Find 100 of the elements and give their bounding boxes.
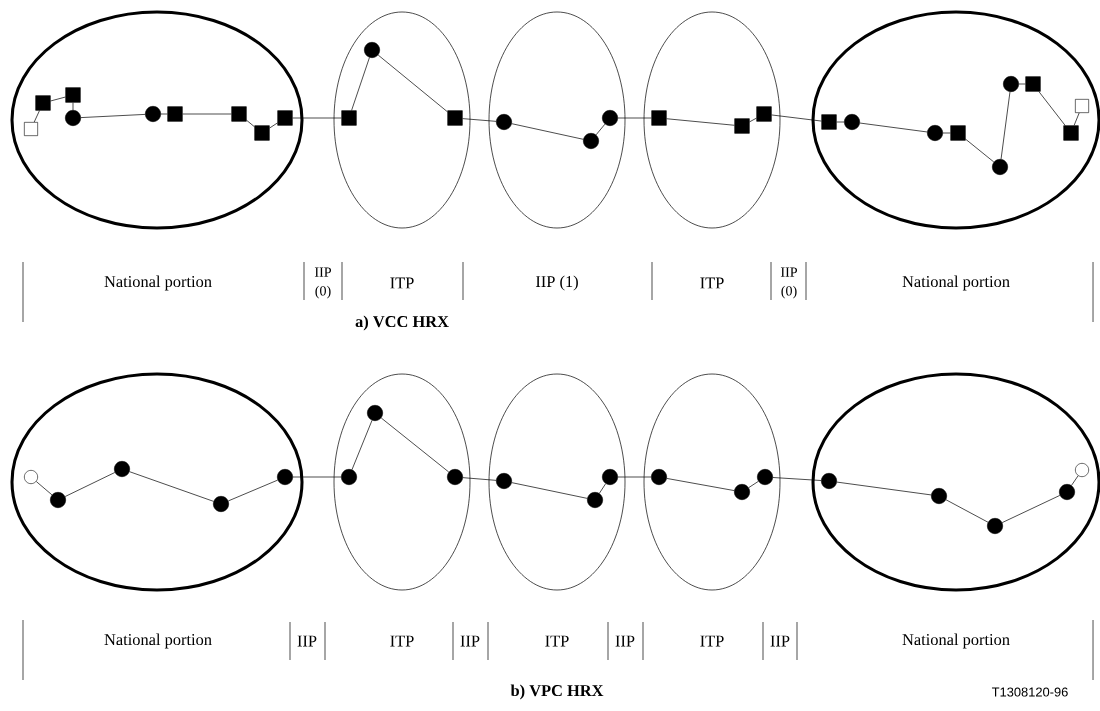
- dot: [367, 405, 383, 421]
- figure-caption: b) VPC HRX: [510, 684, 604, 700]
- section-label: ITP: [545, 635, 569, 647]
- portion-ellipse: [333, 11, 471, 229]
- connector-line: [942, 132, 951, 134]
- connector-line: [160, 113, 168, 115]
- connector-line: [595, 123, 606, 136]
- connector-line: [511, 123, 584, 140]
- section-label: IIP: [615, 635, 635, 647]
- square-marker: [651, 110, 667, 126]
- connector-line: [859, 122, 928, 133]
- square-marker: [950, 125, 966, 141]
- section-label: IIP: [770, 635, 790, 647]
- connector-line: [64, 472, 116, 497]
- connector-line: [1018, 83, 1026, 85]
- connector-line: [1073, 112, 1080, 126]
- connector-line: [945, 499, 989, 523]
- dot: [587, 492, 603, 508]
- square-marker: [341, 110, 357, 126]
- connector-line: [377, 54, 448, 113]
- dot: [1059, 484, 1075, 500]
- connector-line: [351, 420, 373, 470]
- portion-ellipse: [488, 373, 626, 591]
- section-label: National portion: [902, 633, 1010, 649]
- figure-number: T1308120-96: [991, 687, 1068, 697]
- dot: [602, 110, 618, 126]
- connector-line: [666, 478, 735, 491]
- connector-line: [292, 476, 342, 478]
- connector-line: [836, 481, 932, 496]
- section-label: ITP: [390, 635, 414, 647]
- dot: [114, 461, 130, 477]
- portion-ellipse: [643, 11, 781, 229]
- connector-line: [228, 479, 279, 502]
- section-label: ITP: [390, 277, 414, 289]
- open-square: [1075, 99, 1089, 113]
- dot: [496, 114, 512, 130]
- dot: [602, 469, 618, 485]
- section-label: IIP (1): [535, 275, 578, 291]
- connector-line: [269, 122, 278, 129]
- connector-line: [617, 476, 652, 478]
- connector-line: [748, 481, 759, 488]
- section-label: National portion: [902, 275, 1010, 291]
- connector-line: [182, 113, 232, 115]
- dot: [931, 488, 947, 504]
- connector-line: [129, 471, 214, 502]
- connector-line: [380, 417, 450, 473]
- dot: [987, 518, 1003, 534]
- dot: [583, 133, 599, 149]
- connector-line: [1001, 495, 1061, 523]
- connector-line: [1000, 91, 1011, 160]
- section-label: IIP (0): [314, 267, 332, 299]
- dot: [447, 469, 463, 485]
- figure-caption: a) VCC HRX: [355, 315, 449, 331]
- portion-ellipse: [333, 373, 471, 591]
- portion-ellipse: [488, 11, 626, 229]
- connector-line: [511, 482, 588, 499]
- connector-line: [617, 117, 652, 119]
- square-marker: [167, 106, 183, 122]
- dot: [50, 492, 66, 508]
- section-label: IIP: [297, 635, 317, 647]
- dot: [927, 125, 943, 141]
- section-label: National portion: [104, 275, 212, 291]
- square-marker: [734, 118, 750, 134]
- connector-line: [771, 114, 822, 122]
- square-marker: [756, 106, 772, 122]
- dot: [65, 110, 81, 126]
- connector-line: [292, 117, 342, 119]
- square-marker: [65, 87, 81, 103]
- open-square: [24, 122, 38, 136]
- portion-ellipse: [10, 10, 304, 230]
- connector-line: [246, 119, 255, 128]
- connector-line: [50, 96, 66, 102]
- square-marker: [277, 110, 293, 126]
- square-marker: [231, 106, 247, 122]
- dot: [757, 469, 773, 485]
- square-marker: [447, 110, 463, 126]
- section-label: National portion: [104, 633, 212, 649]
- connector-line: [35, 481, 53, 496]
- square-marker: [35, 95, 51, 111]
- connector-line: [599, 483, 606, 494]
- connector-line: [462, 477, 497, 481]
- connector-line: [33, 110, 40, 123]
- section-label: ITP: [700, 635, 724, 647]
- dot: [145, 106, 161, 122]
- dot: [651, 469, 667, 485]
- square-marker: [821, 114, 837, 130]
- section-label: IIP (0): [780, 267, 798, 299]
- connector-line: [80, 114, 146, 118]
- connector-line: [462, 118, 497, 122]
- square-marker: [1063, 125, 1079, 141]
- dot: [821, 473, 837, 489]
- dot: [496, 473, 512, 489]
- dot: [844, 114, 860, 130]
- connector-line: [1071, 475, 1079, 486]
- connector-line: [666, 118, 735, 126]
- connector-line: [772, 477, 822, 481]
- dot: [341, 469, 357, 485]
- square-marker: [254, 125, 270, 141]
- section-label: IIP: [460, 635, 480, 647]
- dot: [1003, 76, 1019, 92]
